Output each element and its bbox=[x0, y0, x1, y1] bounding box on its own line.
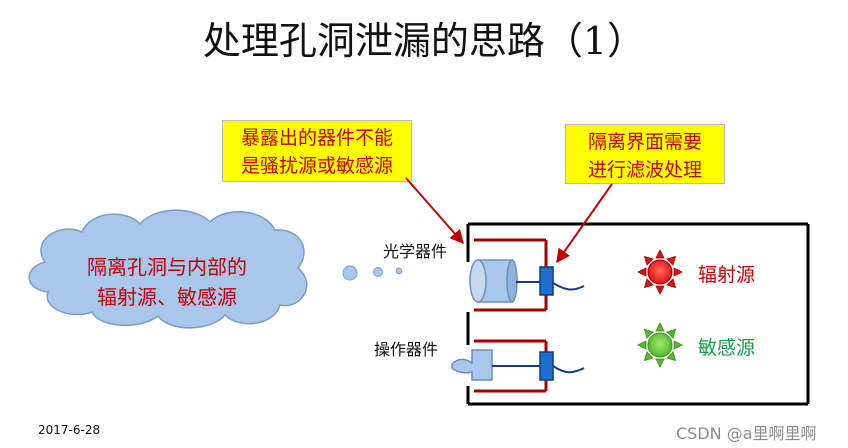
watermark: CSDN @a里啊里啊 bbox=[676, 424, 817, 443]
cloud-bubble-medium bbox=[373, 267, 383, 277]
callout-filter-line2: 进行滤波处理 bbox=[587, 159, 702, 181]
cloud-bubble-large bbox=[342, 265, 358, 281]
callout-exposed-line1: 暴露出的器件不能 bbox=[240, 127, 393, 149]
operating-device-icon bbox=[451, 349, 548, 381]
legend-sensitive-label: 敏感源 bbox=[698, 337, 756, 359]
arrow-to-aperture bbox=[405, 177, 464, 245]
callout-filter-line1: 隔离界面需要 bbox=[587, 131, 702, 153]
callout-exposed-devices: 暴露出的器件不能 是骚扰源或敏感源 bbox=[222, 120, 412, 182]
sensitive-source-icon bbox=[637, 322, 683, 368]
legend-radiation-label: 辐射源 bbox=[698, 264, 756, 286]
label-optical-device: 光学器件 bbox=[383, 242, 448, 261]
radiation-source-icon bbox=[637, 249, 683, 295]
label-operating-device: 操作器件 bbox=[374, 340, 439, 359]
footer-date: 2017-6-28 bbox=[38, 423, 101, 437]
cable-top bbox=[552, 282, 585, 291]
cloud-bubble-small bbox=[395, 267, 403, 275]
cloud-text: 隔离孔洞与内部的 辐射源、敏感源 bbox=[62, 252, 272, 312]
optical-compartment bbox=[474, 238, 548, 312]
callout-isolation-filter: 隔离界面需要 进行滤波处理 bbox=[565, 124, 725, 184]
enclosure bbox=[466, 222, 810, 406]
arrow-to-filter bbox=[556, 183, 613, 264]
filter-block-bottom bbox=[539, 351, 554, 381]
optical-device-icon bbox=[469, 259, 548, 303]
cloud-text-line2: 辐射源、敏感源 bbox=[97, 285, 237, 309]
cloud-shape bbox=[28, 209, 308, 329]
cloud-text-line1: 隔离孔洞与内部的 bbox=[87, 255, 247, 279]
operating-compartment bbox=[474, 339, 548, 393]
callout-exposed-line2: 是骚扰源或敏感源 bbox=[240, 155, 393, 177]
cable-bottom bbox=[552, 365, 585, 374]
filter-block-top bbox=[539, 266, 554, 296]
slide-title: 处理孔洞泄漏的思路（1） bbox=[202, 19, 646, 63]
